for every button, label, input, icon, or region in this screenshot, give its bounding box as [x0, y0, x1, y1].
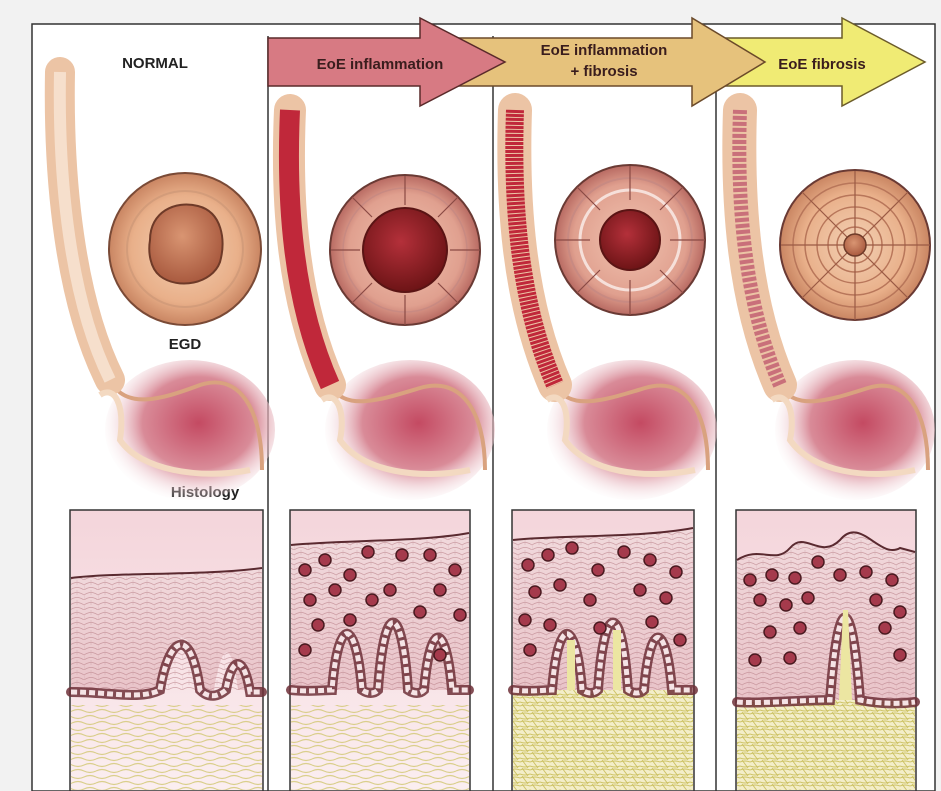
normal-label: NORMAL: [122, 55, 188, 72]
histology-normal: [70, 510, 263, 791]
histology-fibrosis: [736, 510, 916, 791]
egd-view-fibrosis: [780, 170, 930, 320]
stage-label-line2: + fibrosis: [570, 63, 637, 80]
stage-label: EoE fibrosis: [778, 56, 866, 73]
egd-view-normal: [109, 173, 261, 325]
histology-inflammation: [290, 510, 470, 791]
egd-view-mixed: [555, 165, 705, 315]
egd-view-inflammation: [330, 175, 480, 325]
egd-label: EGD: [169, 336, 202, 353]
histology-mixed: [512, 510, 694, 791]
stage-label: EoE inflammation: [541, 42, 668, 59]
stage-label: EoE inflammation: [317, 56, 444, 73]
